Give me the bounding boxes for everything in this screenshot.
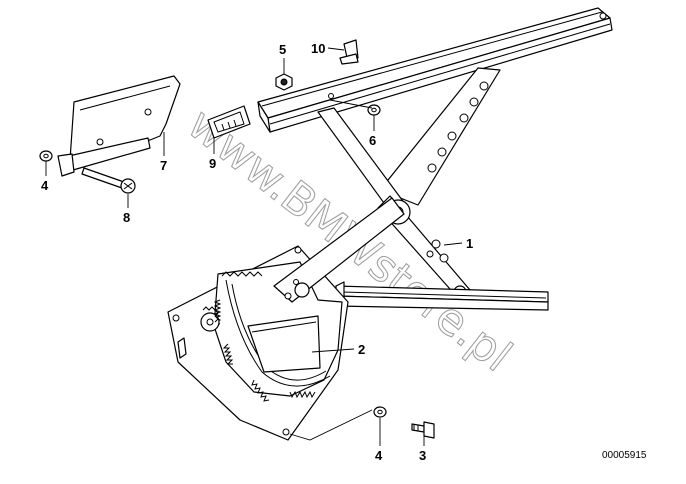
screw-8[interactable] [81, 167, 136, 194]
lower-guide-rail[interactable] [335, 281, 549, 311]
callout-10: 10 [311, 41, 325, 56]
nut-5[interactable] [275, 73, 293, 91]
washer-6[interactable] [367, 104, 381, 116]
callout-2: 2 [358, 342, 365, 357]
callout-3: 3 [419, 448, 426, 463]
lifter-arm[interactable] [317, 67, 501, 299]
callout-4-left: 4 [41, 178, 49, 193]
bolt-3[interactable] [411, 421, 435, 439]
clip-9[interactable] [207, 105, 251, 139]
washer-4-left[interactable] [39, 150, 53, 162]
callout-1: 1 [466, 236, 473, 251]
callouts: 1 2 3 4 4 5 6 7 8 9 10 [41, 41, 473, 463]
callout-9: 9 [209, 156, 216, 171]
leader-lines [45, 47, 463, 446]
callout-5: 5 [279, 42, 286, 57]
sector-gear-teeth [213, 271, 316, 402]
callout-8: 8 [123, 210, 130, 225]
callout-6: 6 [369, 133, 376, 148]
reference-code: 00005915 [602, 450, 647, 461]
upper-guide-rail[interactable] [257, 7, 613, 133]
callout-7: 7 [160, 158, 167, 173]
guide-bracket[interactable] [57, 75, 181, 177]
washer-4-lower[interactable] [373, 406, 387, 418]
base-plate[interactable] [167, 197, 405, 441]
bracket-10[interactable] [339, 39, 359, 65]
callout-4-lower: 4 [375, 448, 383, 463]
